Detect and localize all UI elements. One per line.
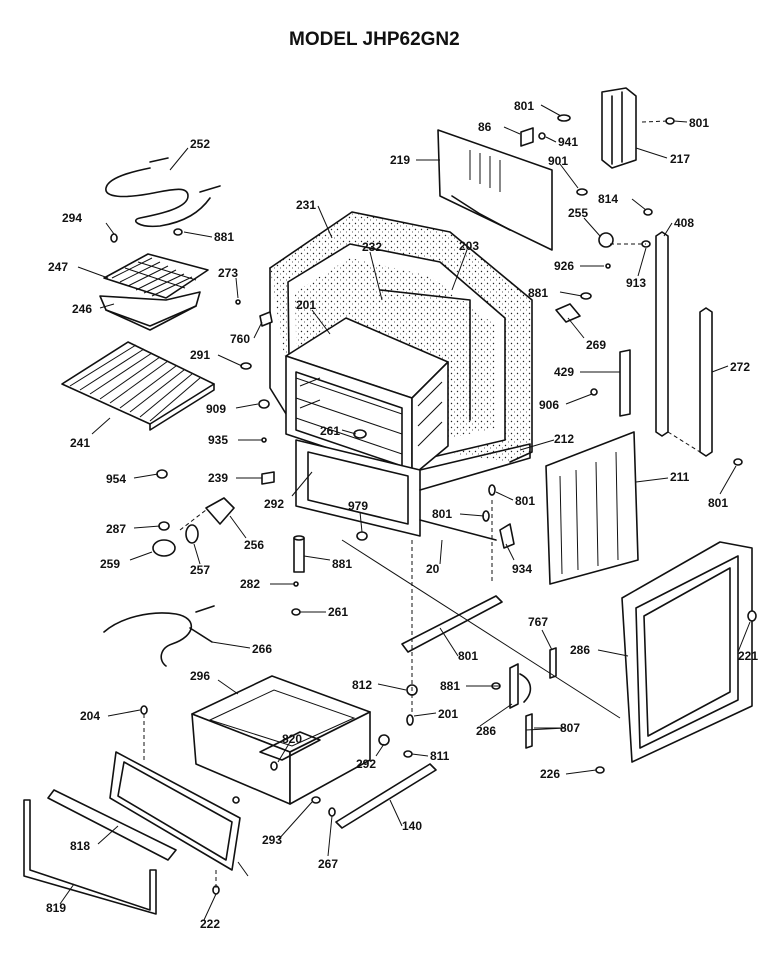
- label-934: 282: [240, 577, 260, 591]
- label-281: 286: [476, 724, 496, 738]
- label-820: 820: [282, 732, 302, 746]
- bottom-frame-202-212: [295, 439, 531, 537]
- label-256: 256: [244, 538, 264, 552]
- rails-286-267-287: [335, 519, 503, 829]
- label-252: 252: [190, 137, 210, 151]
- label-261-b: 266: [252, 642, 272, 656]
- label-203: 203: [459, 239, 479, 253]
- label-246: 246: [72, 302, 92, 316]
- label-247: 247: [48, 260, 68, 274]
- label-954: 954: [106, 472, 126, 486]
- drawer-handle-226: [47, 789, 177, 861]
- label-261-a: 261: [320, 424, 340, 438]
- label-20: 934: [512, 562, 532, 576]
- broil-element-261: [103, 605, 215, 667]
- label-239: 239: [208, 471, 228, 485]
- label-881-b: 881: [528, 286, 548, 300]
- label-231: 231: [296, 198, 316, 212]
- leader-lines: [59, 104, 751, 921]
- label-801-a: 801: [514, 99, 534, 113]
- label-266-b: 767: [528, 615, 548, 629]
- alignment-line-979: [341, 539, 621, 719]
- label-881-a: 881: [214, 230, 234, 244]
- label-86: 86: [478, 120, 492, 134]
- door-hinge-281: [509, 647, 557, 749]
- label-269: 269: [586, 338, 606, 352]
- label-818: 293: [262, 833, 282, 847]
- label-287: 20: [426, 562, 440, 576]
- drawer-front-222: [109, 751, 241, 871]
- label-801-b: 801: [689, 116, 709, 130]
- label-272: 272: [730, 360, 750, 374]
- label-926: 926: [554, 259, 574, 273]
- side-panel-211: [545, 431, 639, 585]
- oven-door-221: [621, 541, 753, 763]
- label-266-a: 801: [458, 649, 478, 663]
- label-801-e: 801: [432, 507, 452, 521]
- label-267: 140: [402, 819, 422, 833]
- label-273: 273: [218, 266, 238, 280]
- label-819: 222: [200, 917, 220, 931]
- model-title: MODEL JHP62GN2: [289, 29, 460, 50]
- label-909: 909: [206, 402, 226, 416]
- label-241: 241: [70, 436, 90, 450]
- broiler-pan-247-246: [99, 253, 209, 331]
- vent-trim-217: [601, 87, 637, 169]
- label-408: 408: [674, 216, 694, 230]
- label-212: 212: [554, 432, 574, 446]
- label-255: 255: [568, 206, 588, 220]
- label-296: 812: [352, 678, 372, 692]
- label-767: 204: [80, 709, 100, 723]
- label-979: 979: [348, 499, 368, 513]
- label-282: 881: [332, 557, 352, 571]
- label-801-c: 801: [515, 494, 535, 508]
- label-801-f: 287: [106, 522, 126, 536]
- bake-element-252: [105, 157, 221, 228]
- label-232: 232: [362, 240, 382, 254]
- label-204: 296: [190, 669, 210, 683]
- label-257: 257: [190, 563, 210, 577]
- part-labels: 801 86 941 801 217 219 901 814 408 252 2…: [46, 99, 758, 931]
- label-211: 211: [670, 470, 690, 484]
- label-140: 819: [46, 901, 66, 915]
- label-941: 941: [558, 135, 578, 149]
- leveler-282: [293, 535, 305, 573]
- label-901: 901: [548, 154, 568, 168]
- label-807: 226: [540, 767, 560, 781]
- label-812: 881: [440, 679, 460, 693]
- rear-panel-219: [437, 129, 553, 251]
- label-935: 935: [208, 433, 228, 447]
- side-rails-408-272: [619, 231, 713, 457]
- label-219: 219: [390, 153, 410, 167]
- label-887: 261: [328, 605, 348, 619]
- label-292-a: 292: [264, 497, 284, 511]
- label-913: 913: [626, 276, 646, 290]
- label-760: 760: [230, 332, 250, 346]
- drawer-trim-140: [23, 799, 157, 915]
- label-201: 201: [296, 298, 316, 312]
- label-429: 429: [554, 365, 574, 379]
- label-292-b: 292: [356, 757, 376, 771]
- label-291: 291: [190, 348, 210, 362]
- label-259: 259: [100, 557, 120, 571]
- control-assembly-256: [152, 497, 235, 557]
- label-906: 906: [539, 398, 559, 412]
- label-226: 818: [70, 839, 90, 853]
- alignment-lines: [143, 120, 701, 888]
- label-814: 814: [598, 192, 618, 206]
- oven-rack-241: [61, 341, 215, 431]
- label-294: 294: [62, 211, 82, 225]
- label-881-c: 201: [438, 707, 458, 721]
- label-293: 267: [318, 857, 338, 871]
- label-221: 286: [570, 643, 590, 657]
- storage-drawer-204: [191, 675, 371, 805]
- label-217: 217: [670, 152, 690, 166]
- label-811: 811: [430, 749, 450, 763]
- label-286: 807: [560, 721, 580, 735]
- label-801-d: 801: [708, 496, 728, 510]
- label-801-g: 221: [738, 649, 758, 663]
